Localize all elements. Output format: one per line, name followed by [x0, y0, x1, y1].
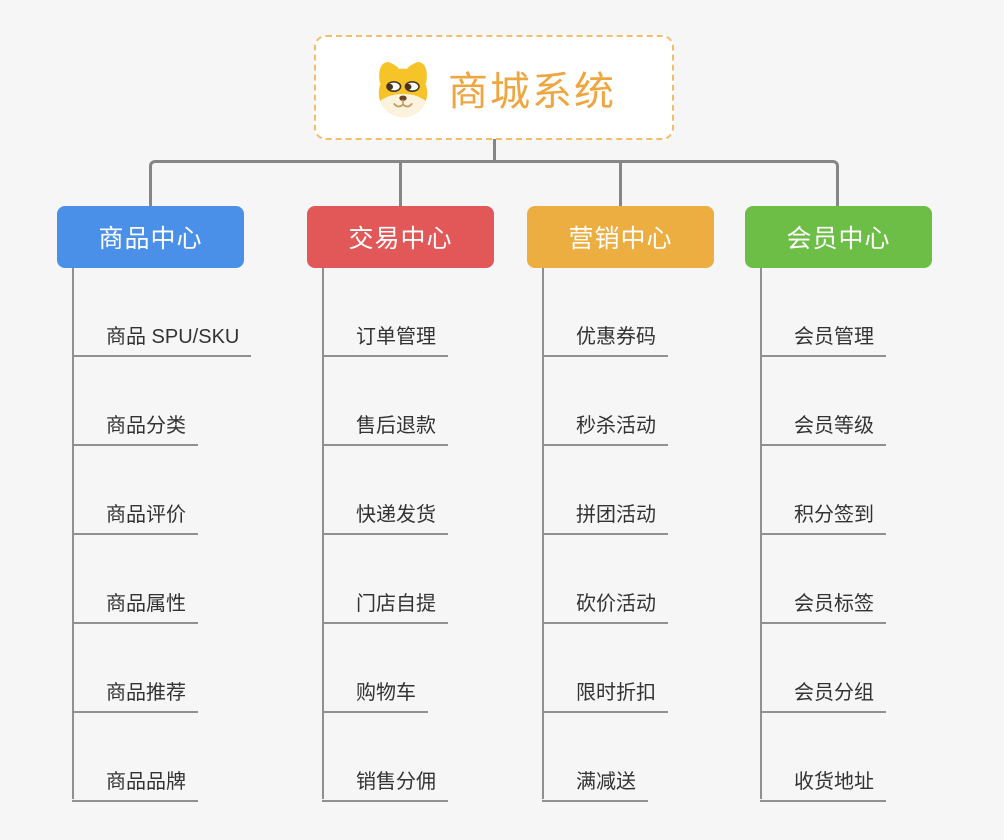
- leaf-node[interactable]: 会员等级: [760, 357, 886, 446]
- leaf-label[interactable]: 会员标签: [760, 587, 886, 624]
- connector-spine: [760, 268, 762, 799]
- connector-spine: [542, 268, 544, 799]
- leaf-label[interactable]: 门店自提: [322, 587, 448, 624]
- branch-label: 会员中心: [786, 225, 891, 253]
- branch-node-member-center[interactable]: 会员中心: [745, 206, 932, 268]
- branch-node-product-center[interactable]: 商品中心: [57, 206, 244, 268]
- leaf-node[interactable]: 商品分类: [72, 357, 198, 446]
- connector-corner-left: [149, 160, 175, 206]
- leaf-label[interactable]: 快递发货: [322, 498, 448, 535]
- leaf-node[interactable]: 商品品牌: [72, 713, 198, 802]
- connector-corner-right: [813, 160, 839, 206]
- leaf-label[interactable]: 限时折扣: [542, 676, 668, 713]
- leaf-label[interactable]: 积分签到: [760, 498, 886, 535]
- leaf-node[interactable]: 限时折扣: [542, 624, 668, 713]
- leaf-node[interactable]: 砍价活动: [542, 535, 668, 624]
- leaf-label[interactable]: 满减送: [542, 765, 648, 802]
- leaf-label[interactable]: 购物车: [322, 676, 428, 713]
- leaf-node[interactable]: 会员管理: [760, 268, 886, 357]
- leaf-label[interactable]: 商品品牌: [72, 765, 198, 802]
- leaf-node[interactable]: 门店自提: [322, 535, 448, 624]
- branch-node-marketing-center[interactable]: 营销中心: [527, 206, 714, 268]
- connector-drop-marketing: [619, 160, 622, 206]
- branch-items-marketing-center: 优惠券码 秒杀活动 拼团活动 砍价活动 限时折扣 满减送: [542, 268, 792, 802]
- connector-spine: [322, 268, 324, 799]
- leaf-label[interactable]: 商品分类: [72, 409, 198, 446]
- leaf-node[interactable]: 商品推荐: [72, 624, 198, 713]
- branch-items-member-center: 会员管理 会员等级 积分签到 会员标签 会员分组 收货地址: [760, 268, 1004, 802]
- leaf-node[interactable]: 快递发货: [322, 446, 448, 535]
- leaf-node[interactable]: 商品评价: [72, 446, 198, 535]
- branch-label: 营销中心: [568, 225, 673, 253]
- leaf-label[interactable]: 收货地址: [760, 765, 886, 802]
- leaf-label[interactable]: 秒杀活动: [542, 409, 668, 446]
- leaf-label[interactable]: 商品评价: [72, 498, 198, 535]
- leaf-node[interactable]: 商品属性: [72, 535, 198, 624]
- leaf-label[interactable]: 销售分佣: [322, 765, 448, 802]
- leaf-label[interactable]: 商品属性: [72, 587, 198, 624]
- leaf-node[interactable]: 秒杀活动: [542, 357, 668, 446]
- leaf-node[interactable]: 优惠券码: [542, 268, 668, 357]
- leaf-label[interactable]: 优惠券码: [542, 320, 668, 357]
- branch-node-trade-center[interactable]: 交易中心: [307, 206, 494, 268]
- leaf-node[interactable]: 销售分佣: [322, 713, 448, 802]
- root-node-mall-system[interactable]: 商城系统: [314, 35, 674, 140]
- leaf-label[interactable]: 拼团活动: [542, 498, 668, 535]
- leaf-node[interactable]: 商品 SPU/SKU: [72, 268, 252, 357]
- leaf-label[interactable]: 商品 SPU/SKU: [72, 320, 252, 357]
- leaf-node[interactable]: 订单管理: [322, 268, 448, 357]
- branch-items-product-center: 商品 SPU/SKU 商品分类 商品评价 商品属性 商品推荐 商品品牌: [72, 268, 322, 802]
- leaf-label[interactable]: 会员分组: [760, 676, 886, 713]
- connector-root-drop: [493, 139, 496, 162]
- dog-face-icon: [378, 61, 428, 117]
- leaf-node[interactable]: 售后退款: [322, 357, 448, 446]
- leaf-label[interactable]: 会员管理: [760, 320, 886, 357]
- leaf-node[interactable]: 购物车: [322, 624, 428, 713]
- branch-label: 商品中心: [98, 225, 203, 253]
- leaf-label[interactable]: 会员等级: [760, 409, 886, 446]
- connector-spine: [72, 268, 74, 799]
- leaf-node[interactable]: 积分签到: [760, 446, 886, 535]
- root-title: 商城系统: [448, 69, 616, 114]
- branch-items-trade-center: 订单管理 售后退款 快递发货 门店自提 购物车 销售分佣: [322, 268, 572, 802]
- connector-drop-trade: [399, 160, 402, 206]
- connector-horizontal: [168, 160, 820, 163]
- leaf-label[interactable]: 售后退款: [322, 409, 448, 446]
- leaf-node[interactable]: 满减送: [542, 713, 648, 802]
- leaf-node[interactable]: 会员标签: [760, 535, 886, 624]
- leaf-node[interactable]: 拼团活动: [542, 446, 668, 535]
- leaf-label[interactable]: 商品推荐: [72, 676, 198, 713]
- leaf-node[interactable]: 会员分组: [760, 624, 886, 713]
- leaf-label[interactable]: 订单管理: [322, 320, 448, 357]
- branch-label: 交易中心: [348, 225, 453, 253]
- leaf-label[interactable]: 砍价活动: [542, 587, 668, 624]
- leaf-node[interactable]: 收货地址: [760, 713, 886, 802]
